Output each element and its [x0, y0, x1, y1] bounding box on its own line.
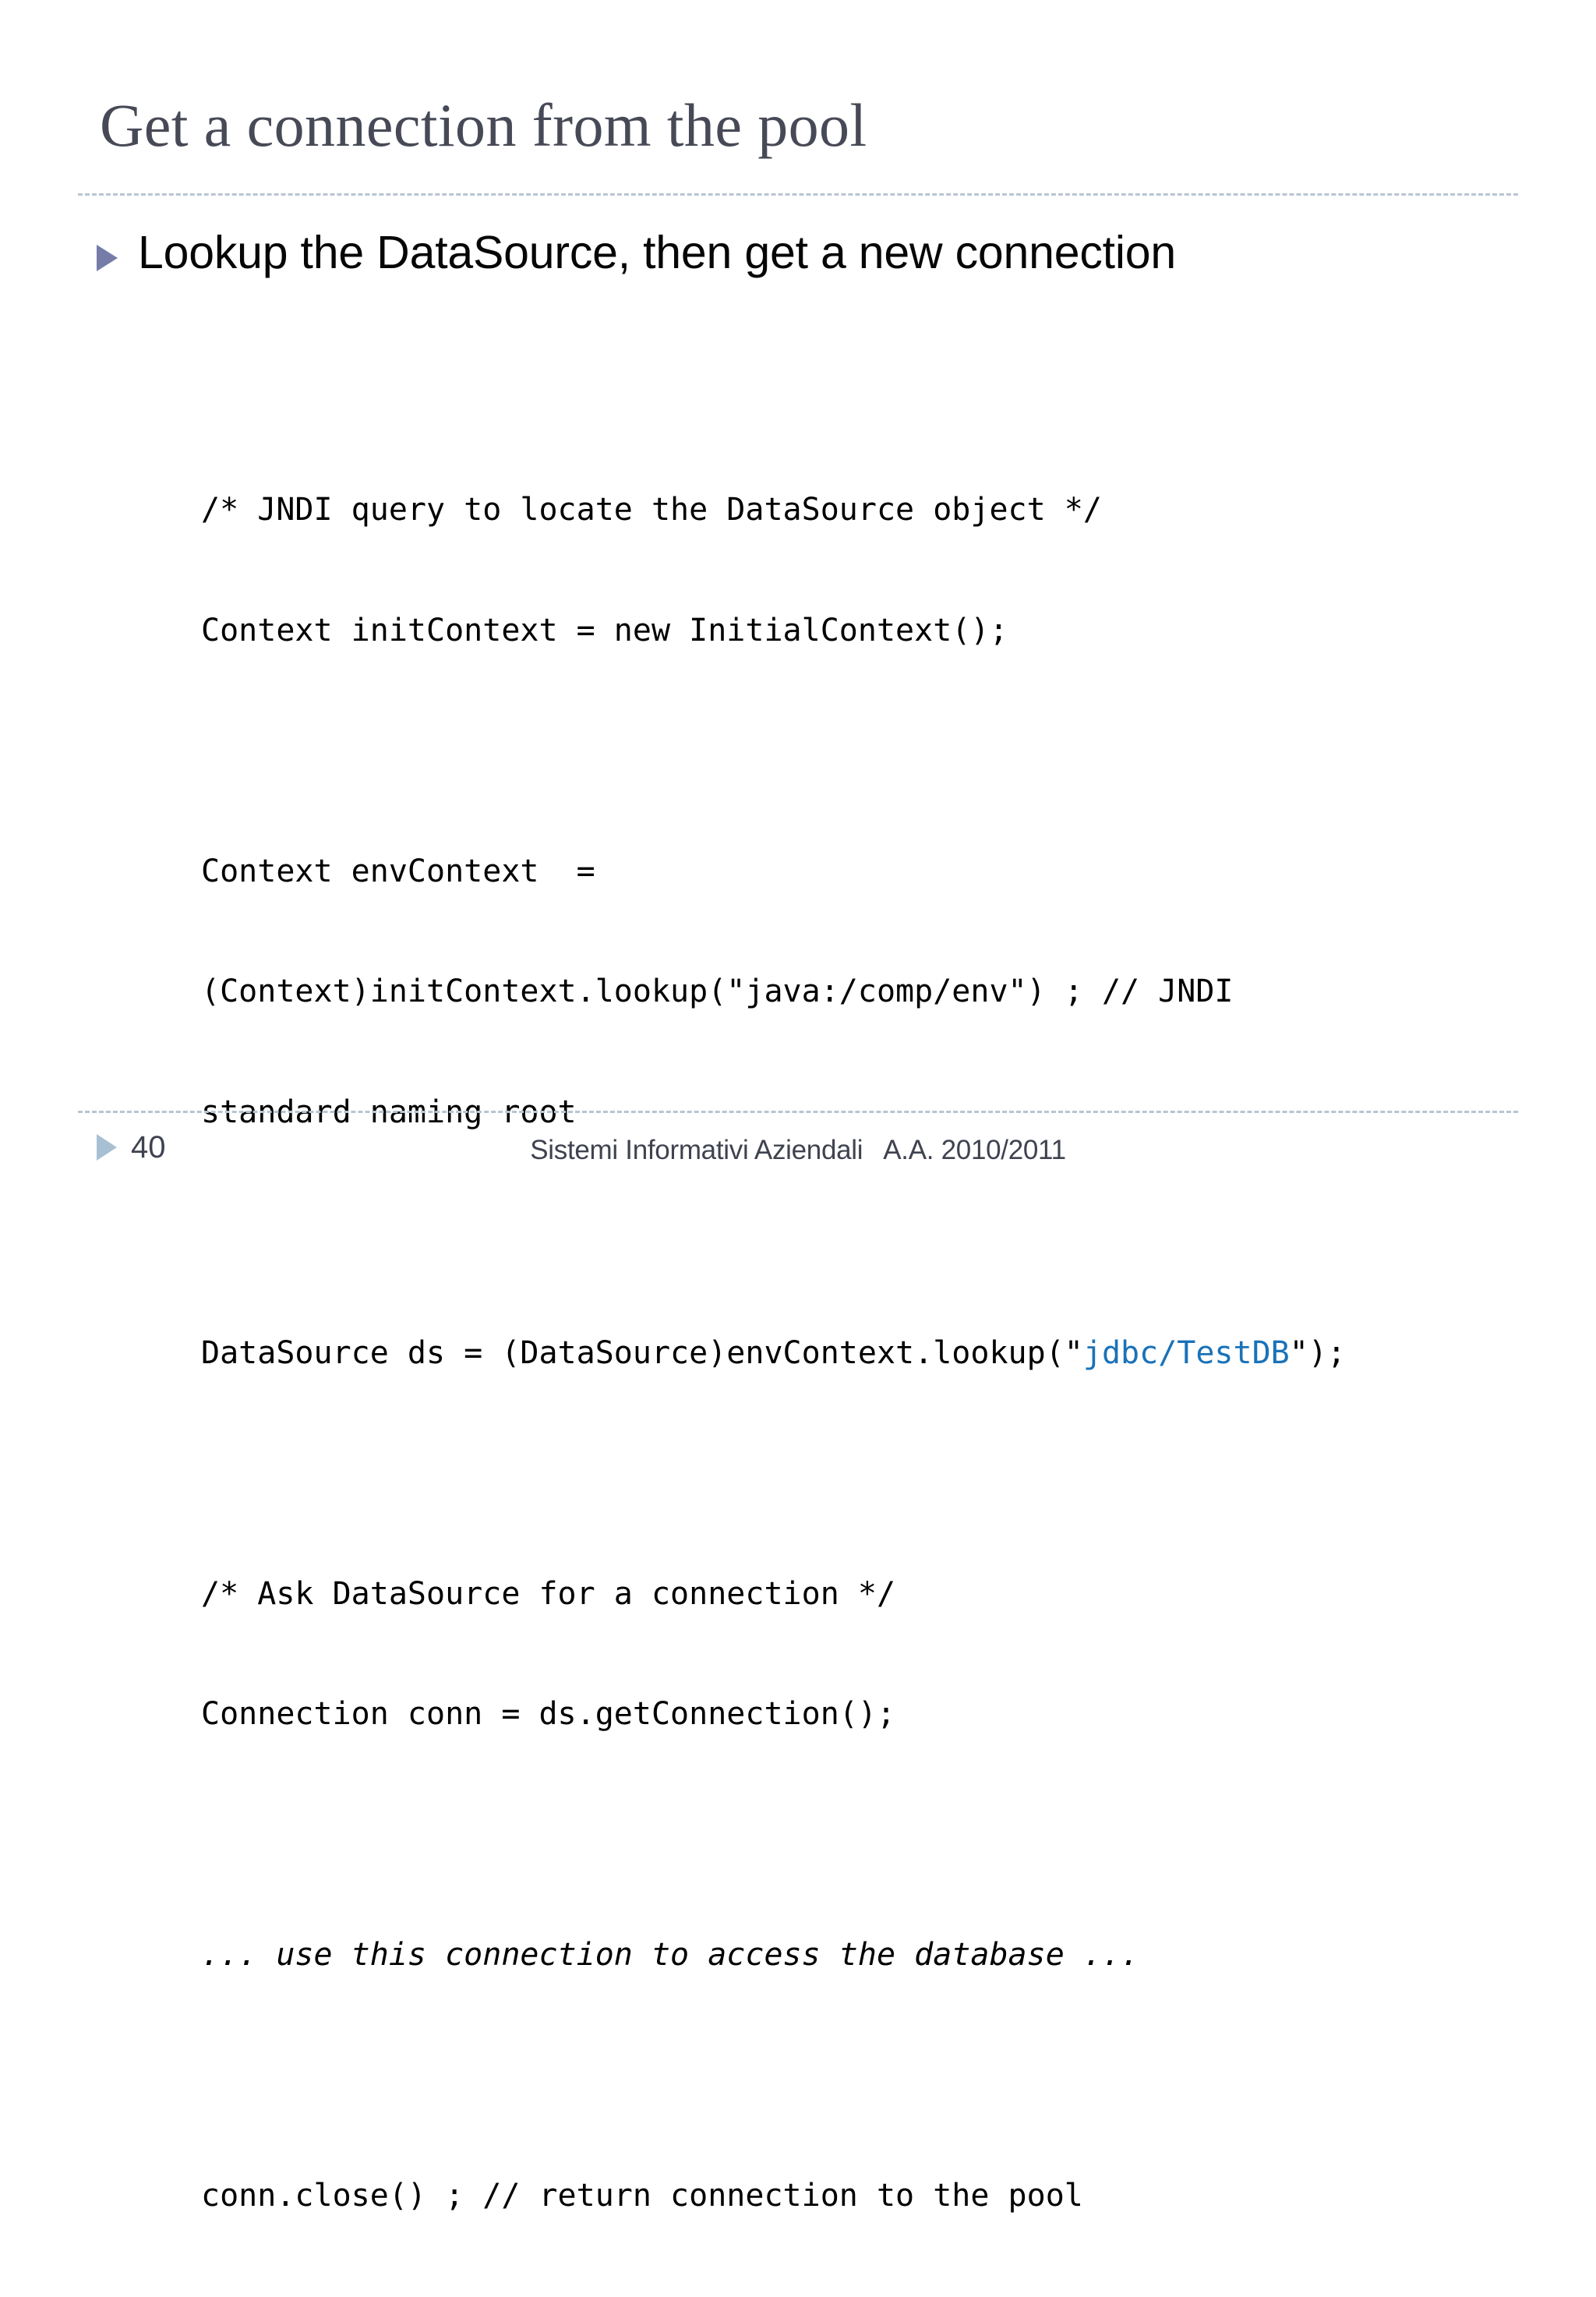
code-line-accented: DataSource ds = (DataSource)envContext.l… — [201, 1334, 1346, 1374]
footer-divider — [78, 1111, 1518, 1113]
code-line-blank — [201, 2056, 1346, 2097]
triangle-right-icon — [97, 1134, 117, 1161]
title-divider — [78, 193, 1518, 196]
code-line-blank — [201, 731, 1346, 772]
code-line-blank — [201, 1454, 1346, 1494]
code-line-comment: ... use this connection to access the da… — [201, 1937, 1140, 1973]
code-line-blank — [201, 1815, 1346, 1856]
footer-slide-number-group: 40 — [97, 1132, 166, 1163]
code-segment-prefix: DataSource ds = (DataSource)envContext.l… — [201, 1334, 1083, 1371]
code-line: (Context)initContext.lookup("java:/comp/… — [201, 974, 1234, 1009]
code-line-blank — [201, 1213, 1346, 1253]
footer-course-name: Sistemi Informativi Aziendali — [530, 1135, 863, 1165]
slide: Get a connection from the pool Lookup th… — [0, 94, 1596, 2214]
title-block: Get a connection from the pool — [100, 95, 1502, 156]
code-line: /* JNDI query to locate the DataSource o… — [201, 492, 1102, 528]
slide-number: 40 — [131, 1130, 166, 1164]
code-block: /* JNDI query to locate the DataSource o… — [201, 410, 1346, 2297]
code-line: Connection conn = ds.getConnection(); — [201, 1696, 896, 1732]
code-line: /* Ask DataSource for a connection */ — [201, 1575, 896, 1612]
footer-center-text: Sistemi Informativi Aziendali A.A. 2010/2… — [0, 1135, 1596, 1166]
bullet-item: Lookup the DataSource, then get a new co… — [97, 228, 1176, 278]
code-line: Context initContext = new InitialContext… — [201, 612, 1008, 648]
footer-academic-year: A.A. 2010/2011 — [883, 1135, 1066, 1165]
page-title: Get a connection from the pool — [100, 91, 867, 159]
code-segment-jndi-name: jdbc/TestDB — [1082, 1334, 1290, 1371]
code-line: Context envContext = — [201, 853, 595, 889]
code-line: conn.close() ; // return connection to t… — [201, 2178, 1083, 2214]
bullet-item-label: Lookup the DataSource, then get a new co… — [138, 227, 1176, 278]
code-segment-suffix: "); — [1289, 1334, 1347, 1371]
triangle-right-icon — [97, 245, 118, 271]
